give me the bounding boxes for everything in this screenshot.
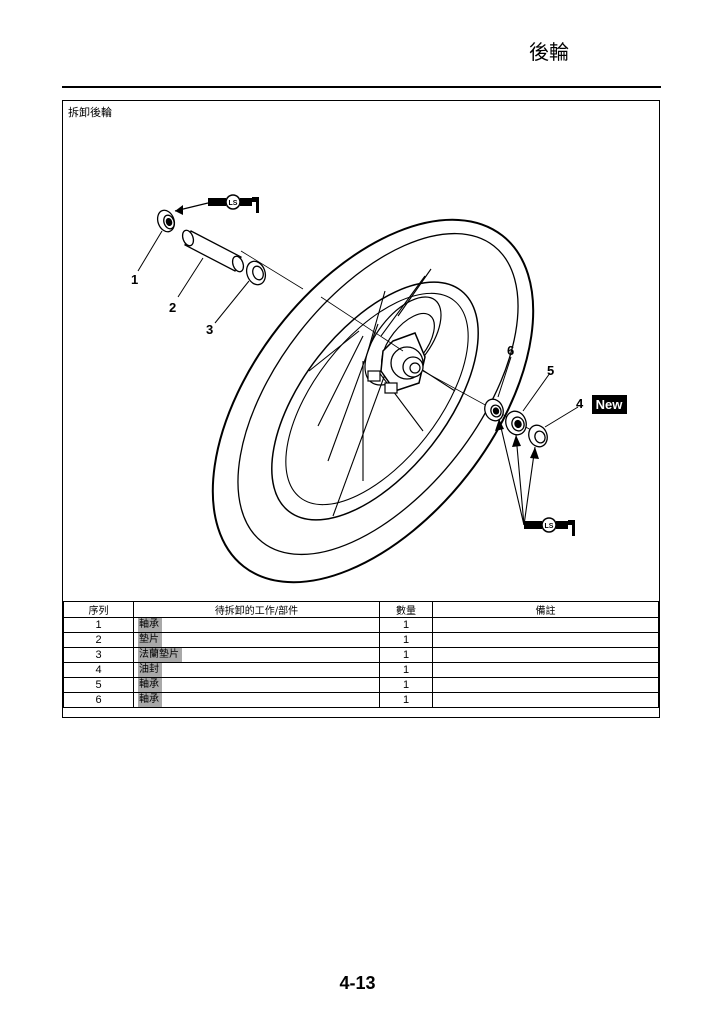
part-2-collar [181,229,245,273]
table-row: 2 墊片 1 [63,632,659,648]
title-rule [62,86,661,88]
diagram-frame: 拆卸後輪 [62,100,660,718]
table-row: 1 軸承 1 [63,617,659,633]
part-1-bearing [156,209,176,233]
row-part-name: 軸承 [138,618,162,632]
callout-5: 5 [547,363,554,378]
parts-table: 序列 待拆卸的工作/部件 數量 備註 1 軸承 1 2 墊片 1 3 法蘭墊片 [63,601,659,708]
row-qty: 1 [379,662,433,678]
row-part-name: 軸承 [138,678,162,692]
row-order: 3 [63,647,134,663]
table-row: 4 油封 1 [63,662,659,678]
row-qty: 1 [379,677,433,693]
row-part-name: 墊片 [138,633,162,647]
part-5-bearing [505,410,527,436]
callout-4: 4 [576,396,584,411]
row-remarks [432,632,659,648]
row-qty: 1 [379,632,433,648]
callout-3: 3 [206,322,213,337]
table-row: 3 法蘭墊片 1 [63,647,659,663]
section-title: 拆卸後輪 [68,106,112,119]
part-4-oil-seal [528,424,548,448]
new-badge [592,395,627,414]
part-6-bearing [484,398,504,422]
callout-leaders [137,230,579,428]
header-qty: 數量 [379,601,433,618]
row-order: 4 [63,662,134,678]
exploded-wheel-diagram: LS LS 1 2 3 4 5 6 New [131,194,627,584]
part-3-flange-collar [245,260,267,286]
row-qty: 1 [379,617,433,633]
callout-6: 6 [507,343,514,358]
row-qty: 1 [379,692,433,708]
grease-symbol-bottom: LS [495,418,575,536]
table-header-row: 序列 待拆卸的工作/部件 數量 備註 [63,601,659,618]
row-qty: 1 [379,647,433,663]
row-order: 1 [63,617,134,633]
row-remarks [432,662,659,678]
header-remarks: 備註 [432,601,659,618]
row-order: 2 [63,632,134,648]
header-job-part: 待拆卸的工作/部件 [133,601,380,618]
row-order: 6 [63,692,134,708]
grease-symbol-top: LS [174,194,259,215]
table-row: 6 軸承 1 [63,692,659,708]
row-part-name: 油封 [138,663,162,677]
page-number: 4-13 [339,973,376,993]
row-part-name: 法蘭墊片 [138,648,182,662]
row-remarks [432,692,659,708]
table-row: 5 軸承 1 [63,677,659,693]
lubricant-label: LS [229,200,238,207]
row-remarks [432,647,659,663]
callout-2: 2 [169,300,176,315]
row-remarks [432,677,659,693]
rear-wheel [211,218,535,584]
lubricant-label: LS [545,523,554,530]
page-title: 後輪 [529,40,569,64]
row-order: 5 [63,677,134,693]
new-badge-label: New [596,397,624,412]
header-order: 序列 [63,601,134,618]
row-remarks [432,617,659,633]
callout-1: 1 [131,272,138,287]
row-part-name: 軸承 [138,693,162,707]
